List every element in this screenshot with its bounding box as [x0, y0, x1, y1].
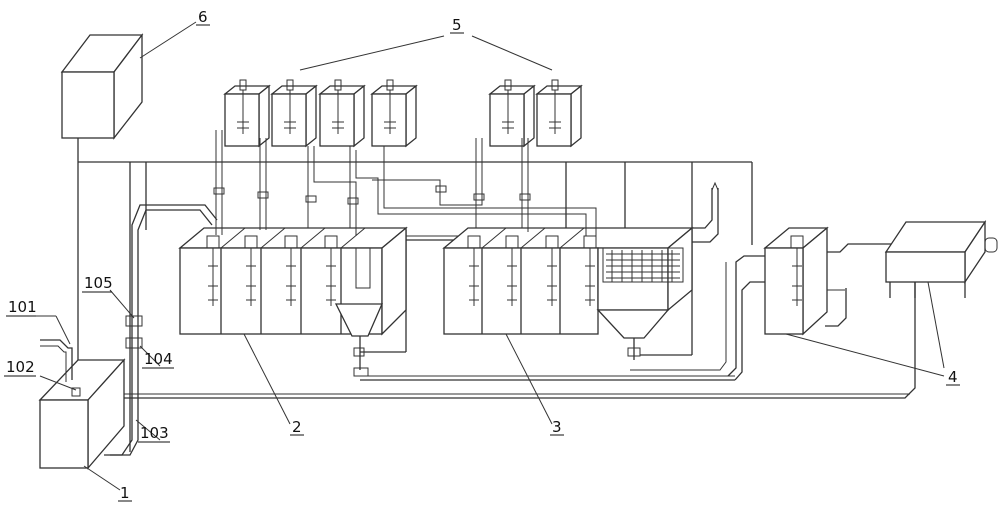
dosing-tanks-5: [213, 79, 597, 236]
label-105: 105: [84, 274, 113, 292]
label-5: 5: [452, 16, 462, 34]
control-cabinet-6: [60, 33, 144, 140]
main-piping: [77, 138, 916, 456]
label-2: 2: [292, 418, 302, 436]
label-101: 101: [8, 298, 37, 316]
label-103: 103: [140, 424, 169, 442]
label-4: 4: [948, 368, 958, 386]
valve-105: [125, 315, 143, 327]
valve-104: [125, 337, 143, 349]
label-102: 102: [6, 358, 35, 376]
label-1: 1: [120, 484, 130, 502]
outlet-unit-4: [763, 219, 998, 336]
reactor-group-3: [442, 226, 694, 360]
reactor-group-2: [178, 226, 408, 377]
label-6: 6: [198, 8, 208, 26]
label-104: 104: [144, 350, 173, 368]
label-3: 3: [552, 418, 562, 436]
raw-water-tank-1: [38, 339, 126, 470]
leader-lines: [18, 21, 945, 491]
